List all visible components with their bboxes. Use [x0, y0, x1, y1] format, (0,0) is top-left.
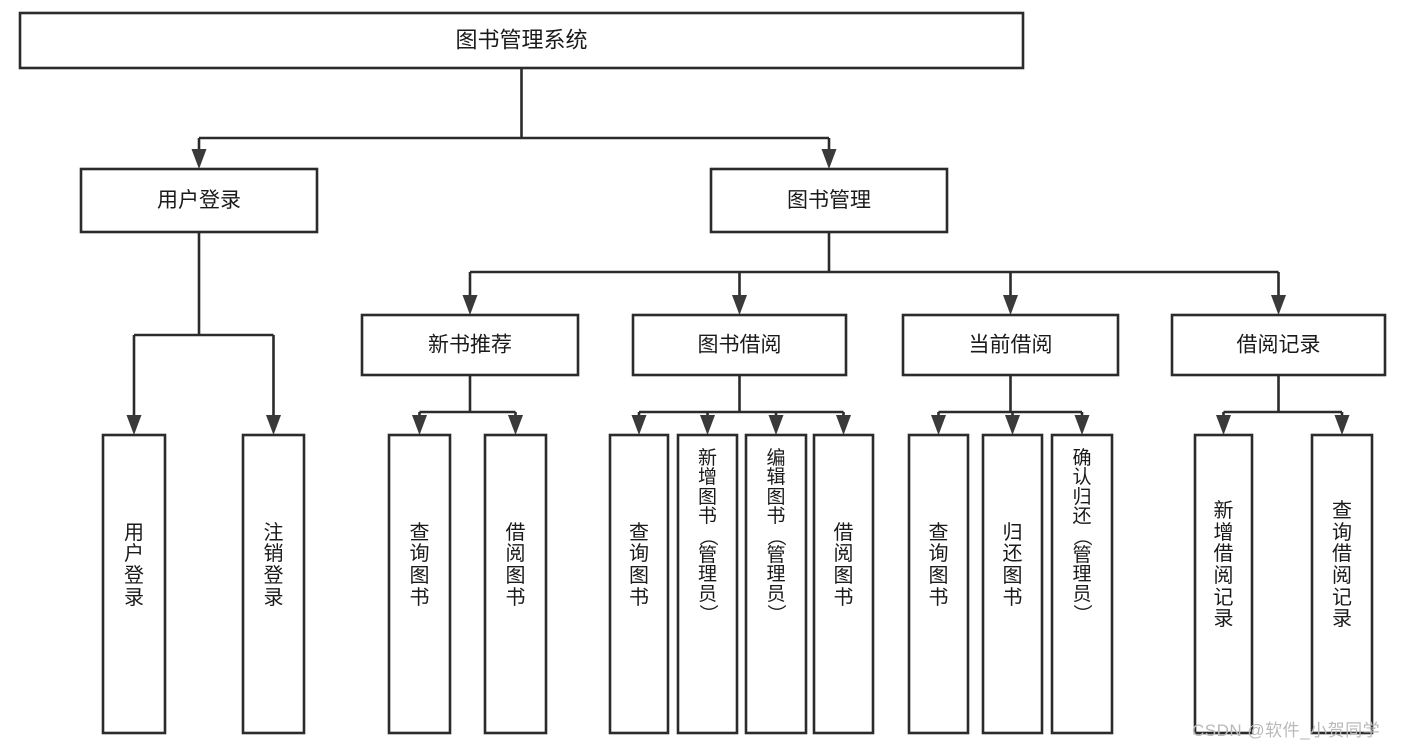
arrow-head-icon	[700, 415, 715, 435]
arrow-head-icon	[631, 415, 647, 435]
watermark-text: CSDN @软件_小贺同学	[1192, 721, 1381, 740]
node-leaf-add-book[interactable]	[676, 433, 739, 735]
node-leaf-confirm-return[interactable]	[1050, 433, 1114, 735]
node-leaf-query-book-1[interactable]	[387, 433, 452, 735]
node-leaf-user-login[interactable]	[101, 433, 167, 735]
node-leaf-query-record[interactable]	[1310, 433, 1374, 735]
arrow-head-icon	[508, 415, 523, 435]
node-label: 新书推荐	[428, 334, 512, 357]
arrow-head-icon	[1074, 415, 1090, 435]
arrow-head-icon	[126, 415, 142, 435]
node-label: 借阅记录	[1237, 334, 1321, 357]
arrow-head-icon	[191, 149, 207, 169]
node-label: 图书管理系统	[455, 27, 587, 52]
node-new-book-rec[interactable]	[360, 313, 580, 377]
node-leaf-return-book[interactable]	[981, 433, 1044, 735]
arrow-head-icon	[1005, 415, 1020, 435]
arrow-head-icon	[931, 415, 946, 435]
node-leaf-query-book-3[interactable]	[907, 433, 970, 735]
arrow-head-icon	[836, 415, 851, 435]
arrow-head-icon	[462, 295, 478, 315]
arrow-head-icon	[732, 295, 747, 315]
arrow-head-icon	[266, 415, 281, 435]
node-borrow-record[interactable]	[1170, 313, 1387, 377]
node-leaf-edit-book[interactable]	[744, 433, 808, 735]
node-label: 用户登录	[157, 189, 241, 212]
node-current-borrow[interactable]	[901, 313, 1120, 377]
node-label: 图书管理	[787, 189, 871, 212]
arrow-head-icon	[1216, 415, 1231, 435]
arrow-head-icon	[412, 415, 427, 435]
arrow-head-icon	[821, 149, 837, 169]
node-user-login[interactable]	[79, 167, 319, 234]
node-leaf-logout[interactable]	[241, 433, 306, 735]
node-label: 当前借阅	[969, 334, 1053, 357]
node-leaf-borrow-book-2[interactable]	[812, 433, 875, 735]
node-leaf-borrow-book-1[interactable]	[483, 433, 548, 735]
node-book-manage[interactable]	[709, 167, 949, 234]
node-label: 图书借阅	[698, 334, 782, 357]
node-root-title[interactable]	[18, 11, 1025, 70]
arrow-head-icon	[1334, 415, 1350, 435]
arrow-head-icon	[1003, 295, 1018, 315]
node-book-borrow[interactable]	[631, 313, 848, 377]
connector-lines	[126, 68, 1350, 435]
arrow-head-icon	[768, 415, 784, 435]
node-leaf-query-book-2[interactable]	[608, 433, 670, 735]
arrow-head-icon	[1271, 295, 1286, 315]
node-leaf-add-record[interactable]	[1193, 433, 1254, 735]
